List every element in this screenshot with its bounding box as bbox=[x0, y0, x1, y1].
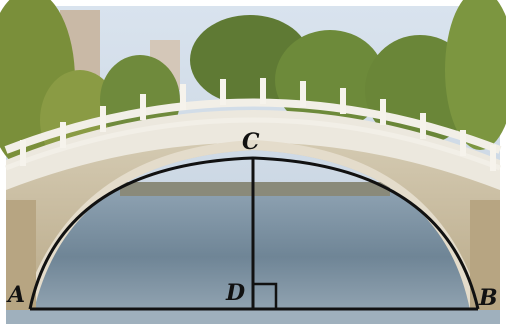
railing-bottom bbox=[5, 117, 501, 171]
label-point-a: A bbox=[6, 282, 25, 308]
far-shore bbox=[120, 182, 390, 196]
bridge-body bbox=[6, 114, 500, 310]
foreground-water bbox=[6, 310, 500, 324]
abutment-left bbox=[6, 200, 36, 310]
geometry-overlay bbox=[28, 156, 480, 311]
abutment-right bbox=[470, 200, 500, 310]
right-angle-mark bbox=[253, 282, 278, 309]
label-point-d: D bbox=[225, 280, 245, 306]
railing-posts bbox=[20, 78, 496, 171]
label-point-b: B bbox=[478, 285, 498, 311]
label-point-c: C bbox=[242, 129, 260, 155]
railing-top bbox=[4, 98, 502, 154]
tree bbox=[445, 0, 506, 150]
